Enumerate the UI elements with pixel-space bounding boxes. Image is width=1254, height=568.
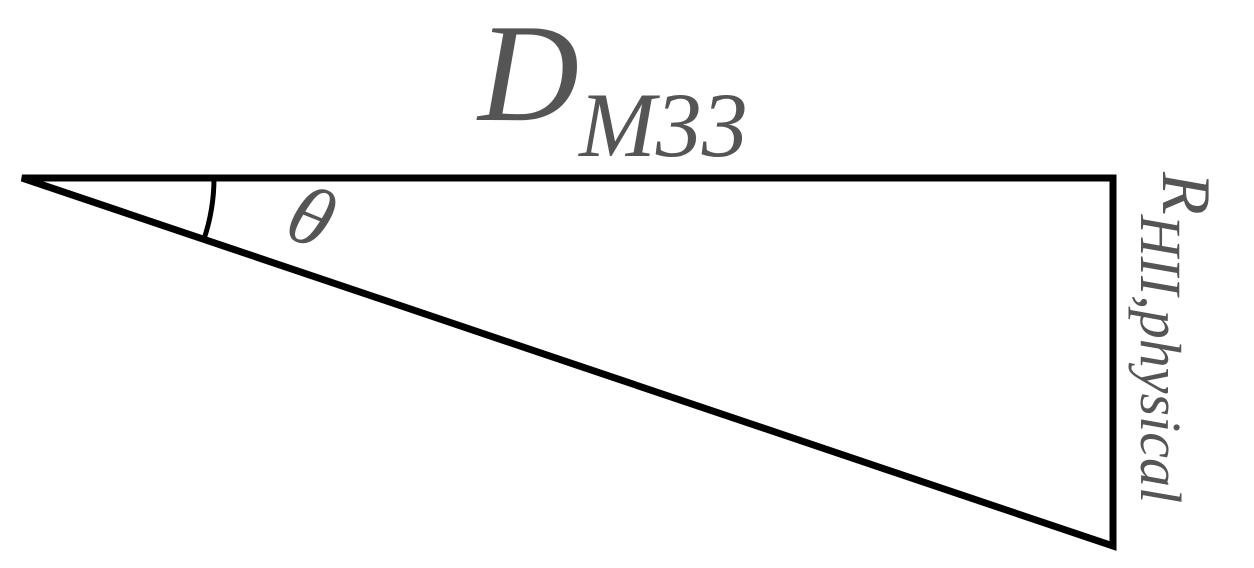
top-side-label: DM33: [476, 0, 748, 176]
angle-arc: [201, 177, 217, 240]
side-label-subscript: HII,physical: [1128, 214, 1193, 503]
right-side-label: RHII,physical: [1128, 171, 1224, 503]
side-label-symbol: R: [1147, 171, 1224, 215]
right-triangle: [20, 174, 1117, 551]
top-label-symbol: D: [476, 0, 579, 151]
top-label-subscript: M33: [577, 74, 748, 176]
angle-label: θ: [275, 167, 348, 269]
